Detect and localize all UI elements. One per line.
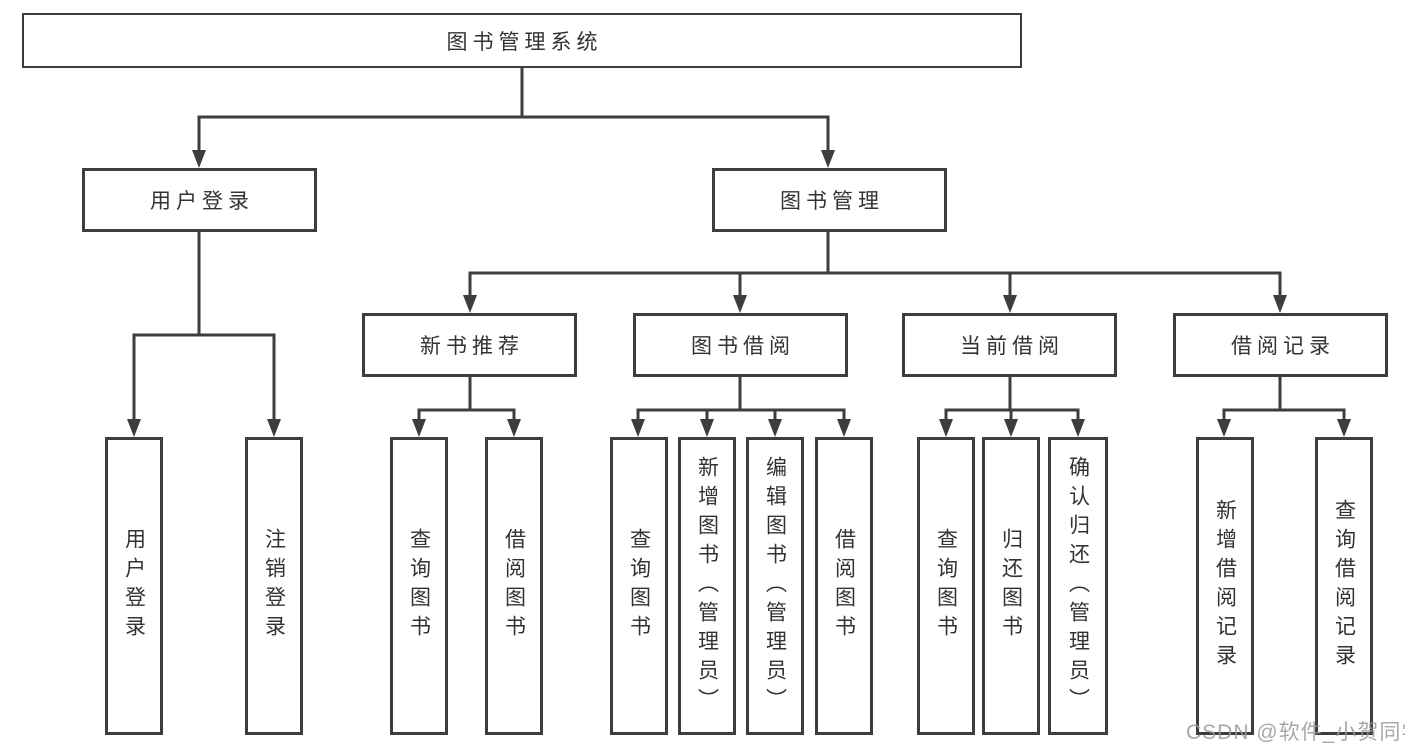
node-borrow-records: 借阅记录 <box>1173 313 1388 377</box>
leaf-label: 查询图书 <box>407 528 431 644</box>
leaf-label: 编辑图书（管理员） <box>763 455 787 717</box>
node-book-borrow: 图书借阅 <box>633 313 848 377</box>
leaf-query-borrow-record: 查询借阅记录 <box>1315 437 1373 735</box>
node-library-management-system: 图书管理系统 <box>22 13 1022 68</box>
leaf-user-login: 用户登录 <box>105 437 163 735</box>
node-user-login: 用户登录 <box>82 168 317 232</box>
leaf-query-books-recommend: 查询图书 <box>390 437 448 735</box>
leaf-label: 用户登录 <box>122 528 146 644</box>
csdn-watermark: CSDN @软件_小贺同学 <box>1186 721 1405 744</box>
arrowheads <box>127 150 1351 437</box>
leaf-label: 借阅图书 <box>832 528 856 644</box>
leaf-label: 确认归还（管理员） <box>1066 455 1090 717</box>
node-current-borrow: 当前借阅 <box>902 313 1117 377</box>
node-new-book-recommend: 新书推荐 <box>362 313 577 377</box>
leaf-add-books-admin: 新增图书（管理员） <box>678 437 736 735</box>
leaf-label: 归还图书 <box>999 528 1023 644</box>
leaf-add-borrow-record: 新增借阅记录 <box>1196 437 1254 735</box>
leaf-return-books: 归还图书 <box>982 437 1040 735</box>
leaf-label: 新增图书（管理员） <box>695 455 719 717</box>
leaf-borrow-books-recommend: 借阅图书 <box>485 437 543 735</box>
leaf-label: 注销登录 <box>262 528 286 644</box>
leaf-label: 借阅图书 <box>502 528 526 644</box>
leaf-label: 查询图书 <box>627 528 651 644</box>
leaf-query-books-borrow: 查询图书 <box>610 437 668 735</box>
leaf-edit-books-admin: 编辑图书（管理员） <box>746 437 804 735</box>
leaf-confirm-return-admin: 确认归还（管理员） <box>1048 437 1108 735</box>
node-book-management: 图书管理 <box>712 168 947 232</box>
leaf-borrow-books: 借阅图书 <box>815 437 873 735</box>
leaf-label: 查询借阅记录 <box>1332 499 1356 673</box>
leaf-label: 新增借阅记录 <box>1213 499 1237 673</box>
leaf-query-books-current: 查询图书 <box>917 437 975 735</box>
leaf-logout: 注销登录 <box>245 437 303 735</box>
leaf-label: 查询图书 <box>934 528 958 644</box>
